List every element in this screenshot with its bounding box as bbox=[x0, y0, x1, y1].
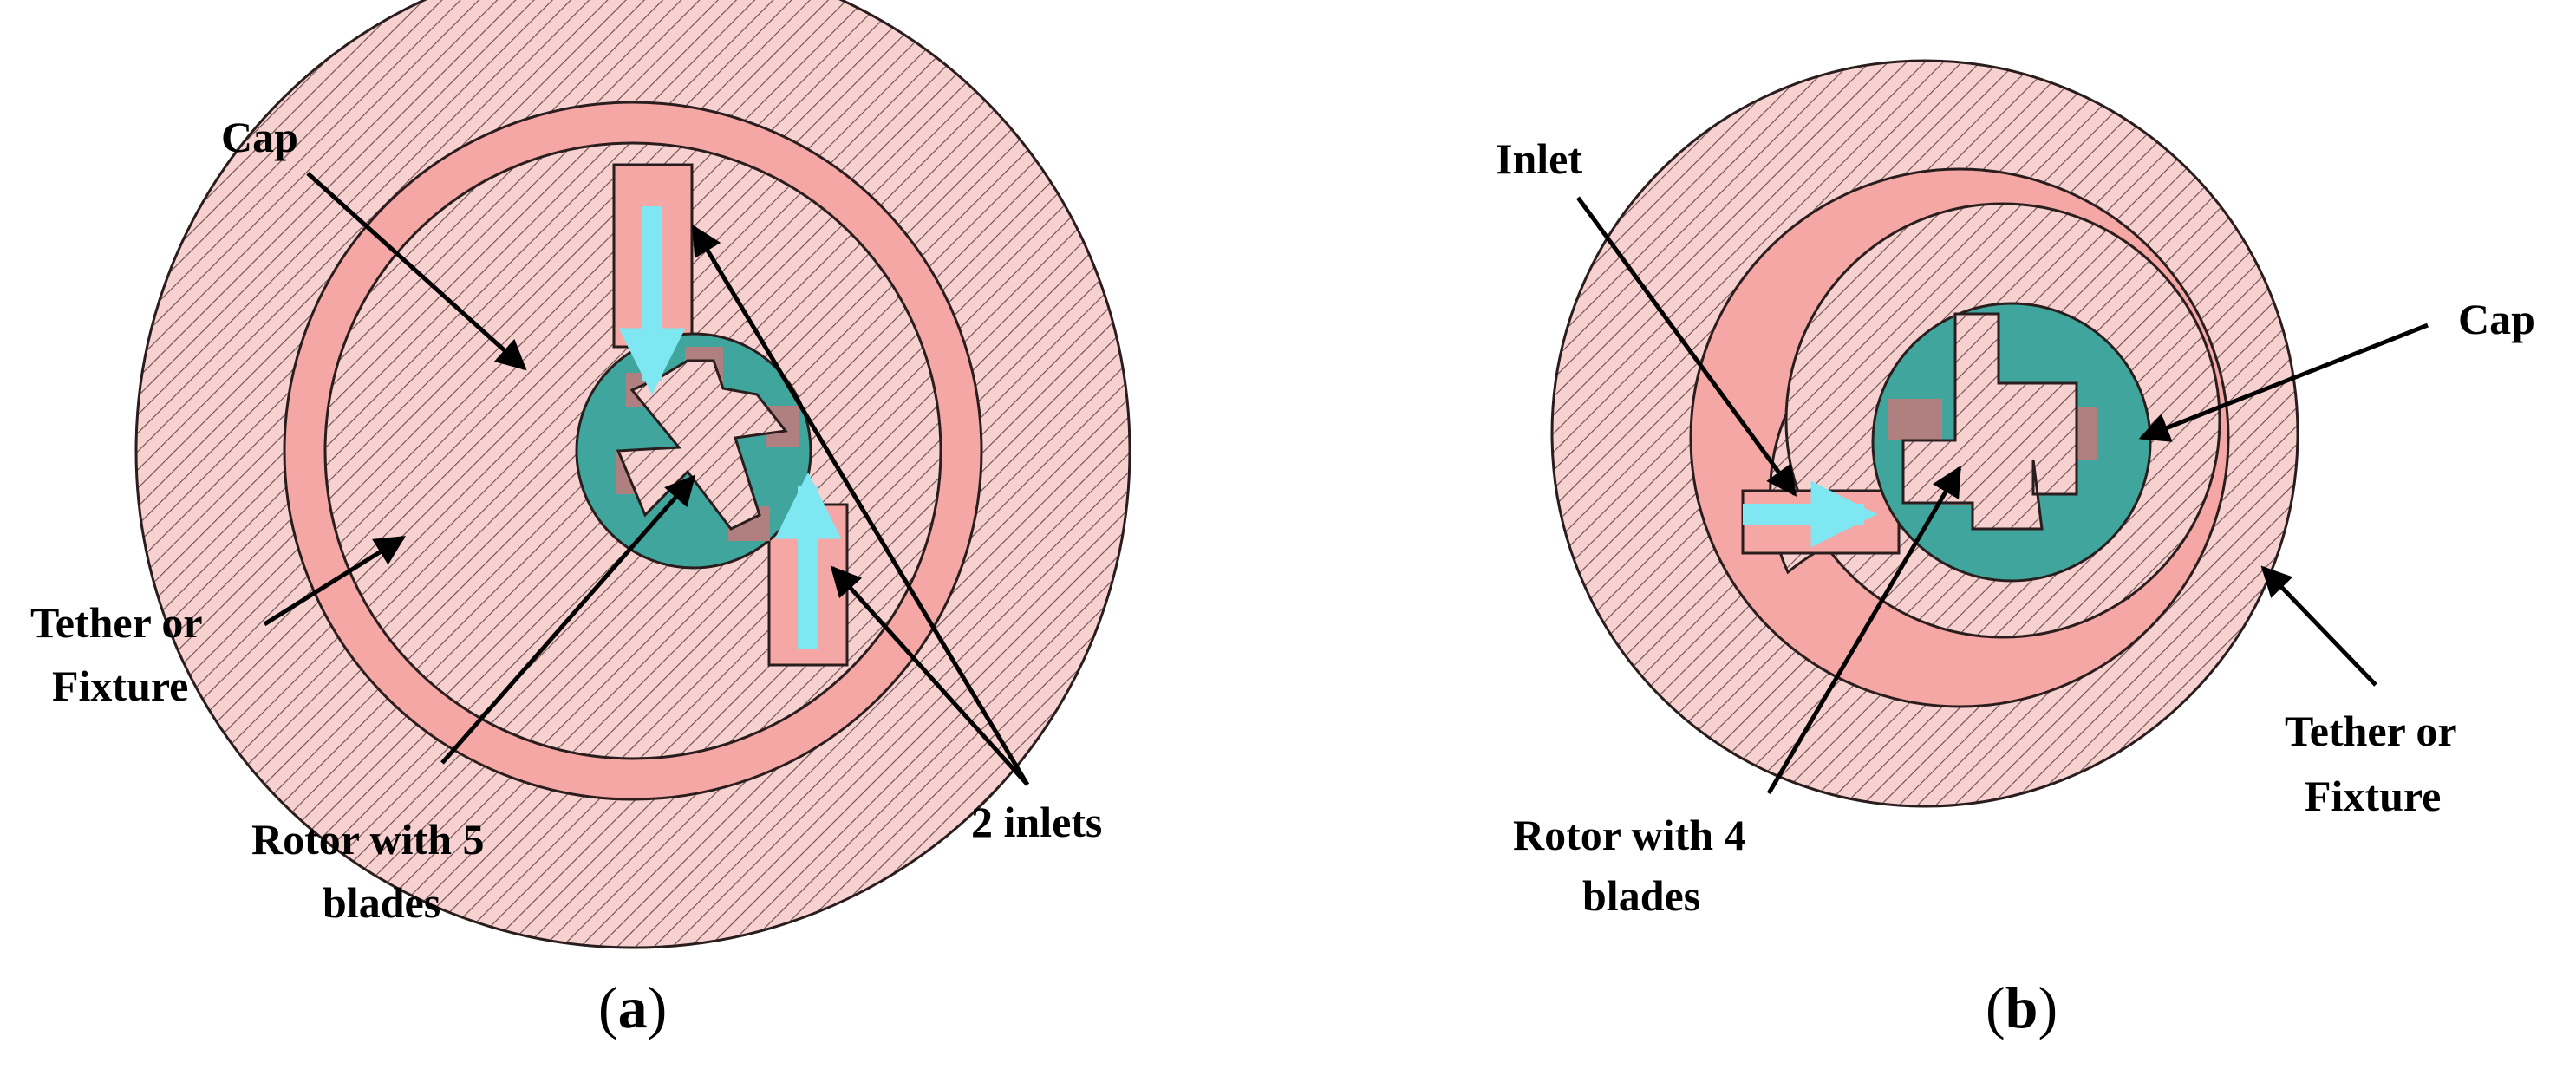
panel-a-rotor-blades bbox=[616, 359, 788, 531]
panel-a-inlets-label: 2 inlets bbox=[971, 798, 1102, 846]
panel-b-inlet-label: Inlet bbox=[1496, 134, 1582, 183]
panel-a: Cap Tether or Fixture Rotor with 5 blade… bbox=[30, 0, 1131, 1040]
panel-a-rotor-label-line1: Rotor with 5 bbox=[251, 815, 485, 864]
panel-a-fixture-label-line2: Fixture bbox=[52, 662, 188, 710]
panel-a-fixture-label-line1: Tether or bbox=[30, 598, 203, 647]
panel-b-cap-label: Cap bbox=[2458, 295, 2535, 343]
panel-b-rotor-pointer bbox=[1766, 465, 1962, 795]
panel-a-rotor-pointer bbox=[440, 474, 696, 765]
panel-a-cap-label: Cap bbox=[221, 113, 298, 161]
panel-a-panel-label: (a) bbox=[598, 974, 667, 1040]
panel-b-panel-label: (b) bbox=[1986, 974, 2058, 1040]
panel-b-inlet-pointer bbox=[1575, 196, 1797, 497]
panel-b-rotor-label-line1: Rotor with 4 bbox=[1513, 811, 1746, 859]
panel-a-cap-pointer bbox=[306, 172, 527, 371]
panel-b-fixture-pointer bbox=[2260, 565, 2377, 687]
panel-b-fixture-label-line1: Tether or bbox=[2285, 707, 2457, 755]
panel-b-blade-shadow bbox=[1888, 399, 1942, 440]
panel-b-fixture-label-line2: Fixture bbox=[2305, 772, 2441, 820]
panel-a-rotor-label-line2: blades bbox=[323, 878, 440, 927]
panel-a-fixture-pointer bbox=[263, 535, 406, 627]
panel-a-inlets-pointer-2 bbox=[830, 565, 1029, 786]
panel-b-cap-pointer bbox=[2138, 323, 2429, 442]
panel-a-inlets-pointer-1 bbox=[691, 224, 1030, 786]
panel-b-rotor-label-line2: blades bbox=[1582, 871, 1700, 920]
panel-b: Inlet Cap Tether or Fixture Rotor with 4… bbox=[1496, 59, 2535, 1040]
